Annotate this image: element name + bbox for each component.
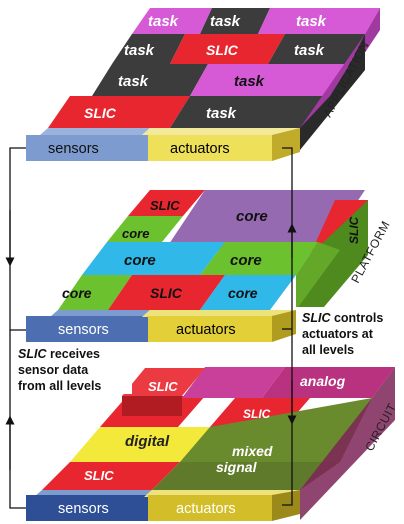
app-label-slic-1: SLIC <box>206 42 239 58</box>
app-sensors-label: sensors <box>48 141 99 157</box>
platform-label-slic-right: SLIC <box>347 216 361 244</box>
annotation-controls-line1: SLIC controls <box>302 311 383 325</box>
sensor-line-top <box>9 147 26 331</box>
circuit-actuators-label: actuators <box>176 501 236 517</box>
circuit-label-digital: digital <box>125 433 170 450</box>
app-bar-end <box>272 128 300 161</box>
circuit-tile-mixed-signal <box>180 398 372 462</box>
platform-layer: SLIC core SLIC core core core core SLIC … <box>26 190 393 342</box>
app-label-task-3: task <box>296 13 327 30</box>
app-tile-slic-1 <box>170 34 285 64</box>
platform-bar-end <box>272 310 296 342</box>
annotation-controls-bold: SLIC <box>302 311 331 325</box>
platform-tile-slic-tl <box>128 190 205 216</box>
app-tile-task-8 <box>170 96 330 128</box>
platform-tile-core-green-left <box>58 275 132 310</box>
platform-sensors-bar <box>26 316 150 342</box>
platform-label-core-cyan: core <box>124 252 156 269</box>
platform-label-slic-tl: SLIC <box>150 198 180 213</box>
platform-tile-core-green-tl <box>107 216 183 242</box>
annotation-receives-bg <box>14 344 132 394</box>
app-tile-slic-2 <box>48 96 190 128</box>
app-label-task-1: task <box>148 13 179 30</box>
circuit-block-slic <box>122 368 205 396</box>
annotation-receives-bold: SLIC <box>18 347 47 361</box>
circuit-tile-magenta-back <box>182 367 285 398</box>
circuit-label-mixed: mixed <box>232 443 273 459</box>
circuit-actuators-bar <box>148 495 272 521</box>
circuit-tile-slic-left <box>42 462 180 490</box>
circuit-tile-olive-right <box>152 462 340 490</box>
platform-actuators-bar <box>148 316 272 342</box>
platform-tile-core-cyan-right <box>200 275 296 310</box>
app-sensors-top <box>40 128 150 135</box>
app-tile-task-6 <box>92 64 208 96</box>
app-label-task-6: task <box>118 73 149 90</box>
app-label-task-8: task <box>206 105 237 122</box>
app-actuators-bar <box>148 135 272 161</box>
circuit-tile-analog <box>262 367 395 398</box>
platform-tile-core-cyan <box>82 242 225 275</box>
annotation-controls-line2: actuators at <box>302 327 374 341</box>
app-label-task-2: task <box>210 13 241 30</box>
circuit-layer: SLIC analog SLIC digital mixed signal SL… <box>26 367 399 521</box>
platform-tile-core-green-right <box>200 242 318 275</box>
platform-sensors-top <box>50 310 150 317</box>
circuit-block-slic-side <box>122 396 182 416</box>
platform-label-slic-bottom: SLIC <box>150 285 183 301</box>
app-tile-task-2 <box>200 8 270 34</box>
circuit-label-analog: analog <box>300 373 346 389</box>
platform-actuators-top <box>142 310 296 317</box>
circuit-right-face <box>300 367 395 520</box>
app-label-task-5: task <box>294 42 325 59</box>
annotation-receives-line3: from all levels <box>18 379 101 393</box>
app-tile-task-3 <box>258 8 380 34</box>
actuator-line <box>282 147 293 506</box>
platform-label-core-green-left: core <box>62 285 92 301</box>
app-sensors-bar <box>26 135 150 161</box>
annotation-controls-bg <box>296 307 400 359</box>
app-actuators-top <box>142 128 300 135</box>
application-layer: task task task task SLIC task task task … <box>26 8 380 161</box>
platform-sensors-label: sensors <box>58 322 109 338</box>
app-right-face-dark <box>300 34 365 150</box>
app-tile-task-5 <box>268 34 365 64</box>
annotation-receives-line2: sensor data <box>18 363 89 377</box>
circuit-sensors-label: sensors <box>58 501 109 517</box>
app-tile-task-1 <box>132 8 212 34</box>
circuit-label-signal: signal <box>216 459 258 475</box>
annotation-receives-rest: receives <box>46 347 100 361</box>
platform-right-face <box>296 200 368 340</box>
circuit-label-slic-mid: SLIC <box>243 407 271 421</box>
platform-label-core-cyan-right: core <box>228 285 258 301</box>
platform-label-core-green-right: core <box>230 252 262 269</box>
app-tile-task-7 <box>190 64 350 96</box>
circuit-sensors-bar <box>26 495 150 521</box>
platform-tile-core-purple <box>165 190 365 250</box>
annotation-controls-line3: all levels <box>302 343 354 357</box>
platform-label-core-green-tl: core <box>122 226 149 241</box>
circuit-label-slic-top: SLIC <box>148 379 178 394</box>
app-actuators-label: actuators <box>170 141 230 157</box>
annotation-controls-rest: controls <box>330 311 383 325</box>
sensor-line-bottom <box>9 330 26 509</box>
app-tile-task-4 <box>112 34 185 64</box>
app-label-task-4: task <box>124 42 155 59</box>
circuit-label-slic-left: SLIC <box>84 468 114 483</box>
annotation-receives: SLIC receives sensor data from all level… <box>14 344 132 394</box>
platform-tile-slic-bottom <box>108 275 225 310</box>
annotation-controls: SLIC controls actuators at all levels <box>296 307 400 359</box>
app-label-task-7: task <box>234 73 265 90</box>
app-label-slic-2: SLIC <box>84 105 117 121</box>
annotation-receives-line1: SLIC receives <box>18 347 100 361</box>
feedback-lines <box>5 147 297 509</box>
platform-label-core-purple: core <box>236 208 268 225</box>
platform-actuators-label: actuators <box>176 322 236 338</box>
platform-right-edge <box>296 242 340 310</box>
